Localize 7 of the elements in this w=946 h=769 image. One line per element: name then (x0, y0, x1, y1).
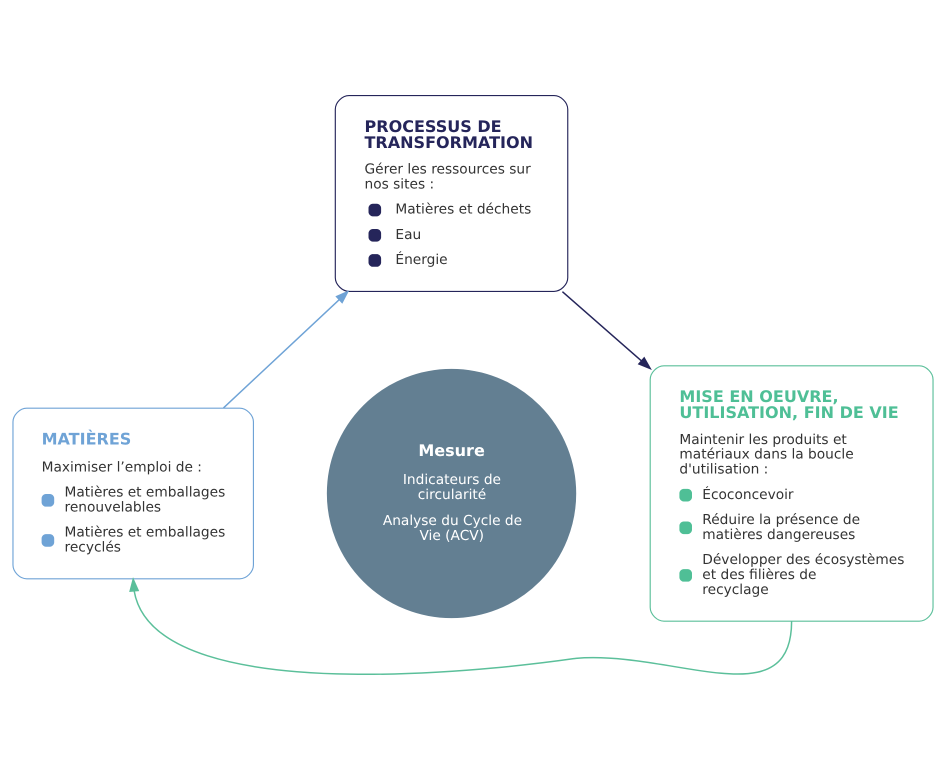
node-box: MISE EN OEUVRE, UTILISATION, FIN DE VIE Maintenir les produits et matériaux dans la boucle d'utilisation : Écoconcevoir Réduire la présence de matières dangereuses Développer des écosystèmes et des filières de recyclage (650, 364, 934, 622)
node-circle: Mesure Indicateurs de circularité Analyse du Cycle de Vie (ACV) (326, 368, 576, 618)
arrow (129, 576, 792, 675)
arrow (562, 290, 652, 370)
arrow (222, 290, 350, 408)
node-box: MATIÈRES Maximiser l’emploi de : Matières et emballages renouvelables Matières et emballages recyclés (12, 407, 254, 579)
node-box: PROCESSUS DE TRANSFORMATION Gérer les ressources sur nos sites : Matières et déchets Eau Énergie (334, 94, 568, 292)
